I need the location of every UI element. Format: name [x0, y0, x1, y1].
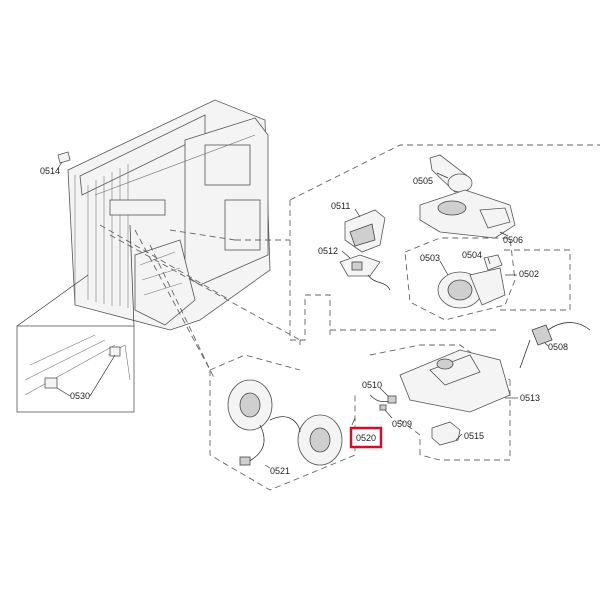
highlighted-part-0520[interactable]: 0520 — [349, 426, 383, 449]
label-0509: 0509 — [392, 419, 412, 429]
label-0530: 0530 — [70, 391, 90, 401]
appliance-housing — [67, 99, 271, 331]
label-0502: 0502 — [519, 269, 539, 279]
detail-box-0530 — [16, 224, 135, 413]
highlight-box — [349, 426, 383, 449]
label-0511: 0511 — [331, 201, 350, 211]
part-0515 — [431, 421, 463, 446]
part-0512 — [339, 250, 391, 291]
assembly-outline — [289, 144, 600, 345]
part-0508 — [519, 322, 591, 369]
part-0506 — [419, 189, 516, 239]
label-0508: 0508 — [548, 342, 568, 352]
label-0520: 0520 — [356, 433, 376, 443]
label-0505: 0505 — [413, 176, 433, 186]
part-0514 — [56, 151, 71, 171]
subassembly-0513 — [329, 330, 518, 461]
label-0514: 0514 — [40, 166, 60, 176]
label-0513: 0513 — [520, 393, 540, 403]
part-labels: 0514 0505 0511 0512 0506 0503 0504 0502 … — [40, 166, 568, 476]
label-0512: 0512 — [318, 246, 338, 256]
label-0515: 0515 — [464, 431, 484, 441]
part-0505 — [429, 154, 473, 193]
label-0521: 0521 — [270, 466, 290, 476]
label-0510: 0510 — [362, 380, 382, 390]
subassembly-0502 — [404, 237, 517, 321]
subassembly-0521 — [209, 354, 356, 491]
part-0511 — [344, 208, 386, 253]
part-0510-0509 — [369, 387, 397, 419]
label-0503: 0503 — [420, 253, 440, 263]
housing-guide-lines — [99, 224, 301, 381]
label-0504: 0504 — [462, 250, 482, 260]
label-0506: 0506 — [503, 235, 523, 245]
